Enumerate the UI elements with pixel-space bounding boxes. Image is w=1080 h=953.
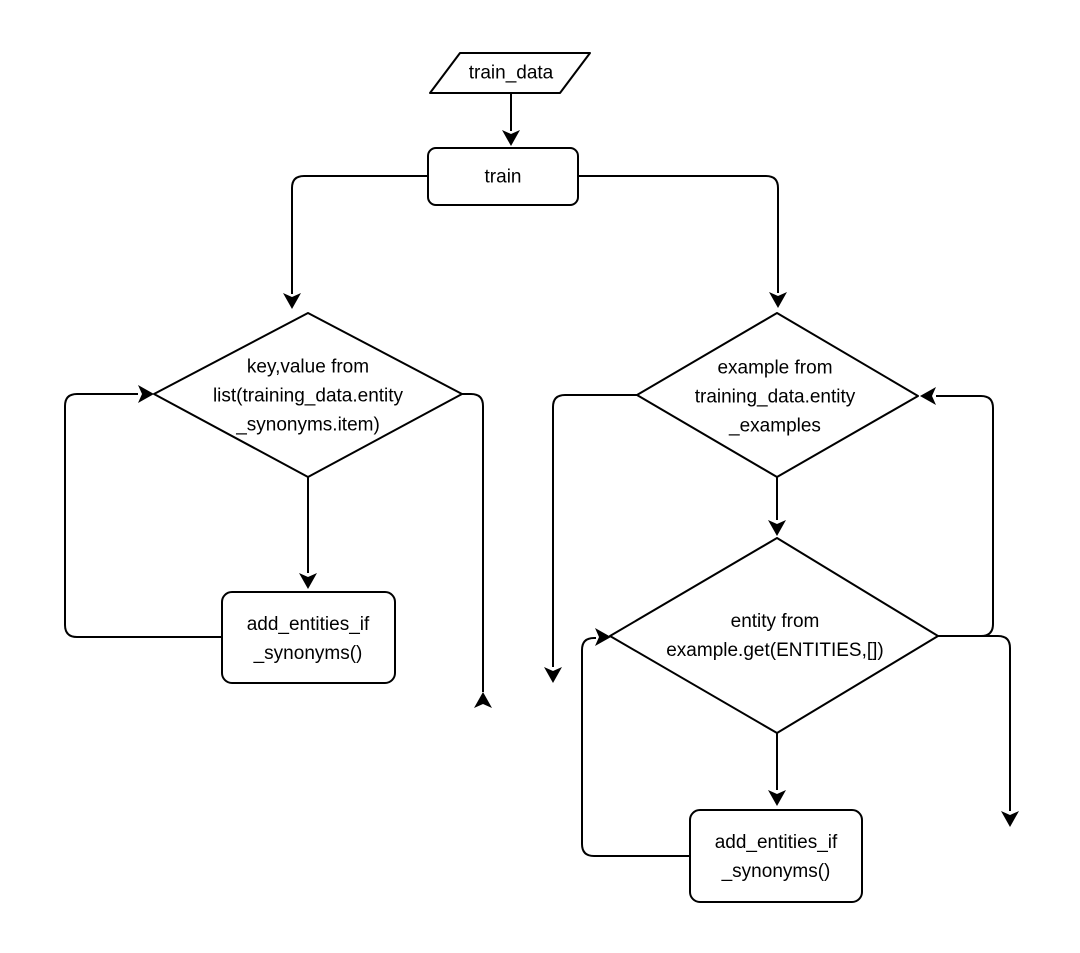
label-line: add_entities_if (246, 614, 370, 635)
label-line: entity from (730, 611, 820, 632)
label-line: example.get(ENTITIES,[]) (666, 640, 884, 661)
node-shape-loop-entities-diamond (609, 537, 939, 734)
label-train-data: train_data (469, 59, 554, 88)
edge-loop-synonyms-exit (462, 393, 484, 692)
arrowhead-down-into-loop-entities (768, 520, 786, 536)
label-line: train (484, 166, 522, 188)
label-line: _synonyms() (721, 861, 831, 882)
node-shape-loop-synonyms-diamond (153, 312, 463, 478)
arrowhead-left-into-loop-examples (920, 387, 936, 405)
label-call-right: add_entities_if _synonyms() (715, 828, 838, 886)
edge-loop-entities-exit (938, 635, 1011, 811)
label-line: add_entities_if (714, 832, 838, 853)
label-line: _synonyms() (253, 643, 363, 664)
node-shape-call-left-rect (221, 591, 396, 684)
edge-call-left-loopback (64, 393, 222, 638)
arrowhead-up-loop-synonyms-exit (474, 692, 492, 708)
label-loop-synonyms: key,value from list(training_data.entity… (213, 353, 403, 440)
label-line: list(training_data.entity (212, 385, 404, 407)
node-shape-train-data-parallelogram (429, 52, 591, 94)
label-line: _examples (729, 415, 821, 437)
arrowhead-down-into-loop-examples (769, 292, 787, 308)
label-loop-entities: entity from example.get(ENTITIES,[]) (666, 607, 884, 665)
edge-train-to-loop-examples (578, 175, 779, 293)
node-shape-call-right-rect (689, 809, 863, 903)
edge-loop-entities-to-loop-examples (936, 395, 994, 637)
label-train: train (485, 163, 522, 192)
edge-train-to-loop-synonyms (291, 175, 428, 294)
edge-call-right-loopback (581, 637, 690, 857)
label-line: key,value from (246, 356, 370, 378)
label-line: train_data (468, 62, 554, 84)
node-shape-train-rect (427, 147, 579, 206)
arrowhead-down-loop-entities-exit (1001, 811, 1019, 827)
arrowhead-down-into-call-left (299, 573, 317, 589)
node-shape-loop-examples-diamond (636, 312, 919, 478)
arrowhead-right-into-loop-entities (595, 628, 611, 646)
label-line: training_data.entity (694, 386, 856, 408)
label-line: _synonyms.item) (236, 414, 380, 436)
label-call-left: add_entities_if _synonyms() (247, 610, 370, 668)
label-loop-examples: example from training_data.entity _examp… (695, 354, 856, 441)
arrowhead-down-loop-examples-exit (544, 667, 562, 683)
edge-loop-examples-exit (552, 394, 637, 667)
arrowhead-down-into-train (502, 130, 520, 146)
arrowhead-down-into-call-right (768, 790, 786, 806)
arrowhead-right-into-loop-synonyms (138, 385, 154, 403)
label-line: example from (717, 357, 833, 379)
arrowhead-down-into-loop-synonyms (283, 293, 301, 309)
